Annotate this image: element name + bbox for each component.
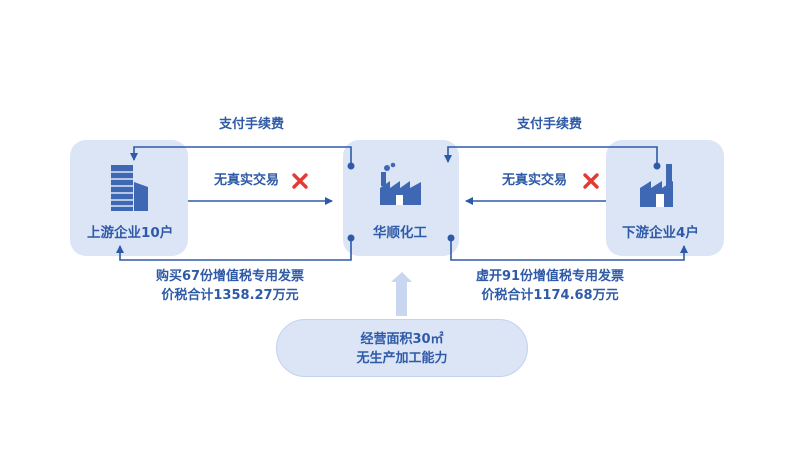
factory-icon <box>380 162 421 205</box>
invoice-line-right <box>447 234 688 261</box>
fee-line-left <box>130 146 355 170</box>
up-arrow-icon <box>391 272 412 316</box>
invoice-line-left <box>116 234 355 261</box>
issue-invoice-line2: 价税合计1174.68万元 <box>481 288 619 303</box>
downstream-name: 下游企业4户 <box>622 225 699 241</box>
no-production-capacity-text: 无生产加工能力 <box>356 351 448 366</box>
purchase-invoice-line2: 价税合计1358.27万元 <box>161 288 299 303</box>
factory-icon <box>640 164 673 207</box>
cross-icon <box>583 173 599 189</box>
business-info-pill: 经营面积30㎡ 无生产加工能力 <box>276 319 528 377</box>
purchase-invoice-line1: 购买67份增值税专用发票 <box>155 269 305 284</box>
office-building-icon <box>111 165 148 211</box>
no-real-transaction-label-right: 无真实交易 <box>502 173 568 188</box>
pay-fee-label-left: 支付手续费 <box>219 117 285 132</box>
issue-invoice-text: 虚开91份增值税专用发票 价税合计1174.68万元 <box>460 267 640 305</box>
no-real-transaction-label-left: 无真实交易 <box>214 173 280 188</box>
issue-invoice-line1: 虚开91份增值税专用发票 <box>475 269 625 284</box>
center-name: 华顺化工 <box>373 225 427 241</box>
purchase-invoice-text: 购买67份增值税专用发票 价税合计1358.27万元 <box>140 267 320 305</box>
upstream-name: 上游企业10户 <box>87 225 174 241</box>
pay-fee-label-right: 支付手续费 <box>517 117 583 132</box>
fee-line-right <box>444 146 661 170</box>
business-area-text: 经营面积30㎡ <box>360 332 444 347</box>
cross-icon <box>292 173 308 189</box>
